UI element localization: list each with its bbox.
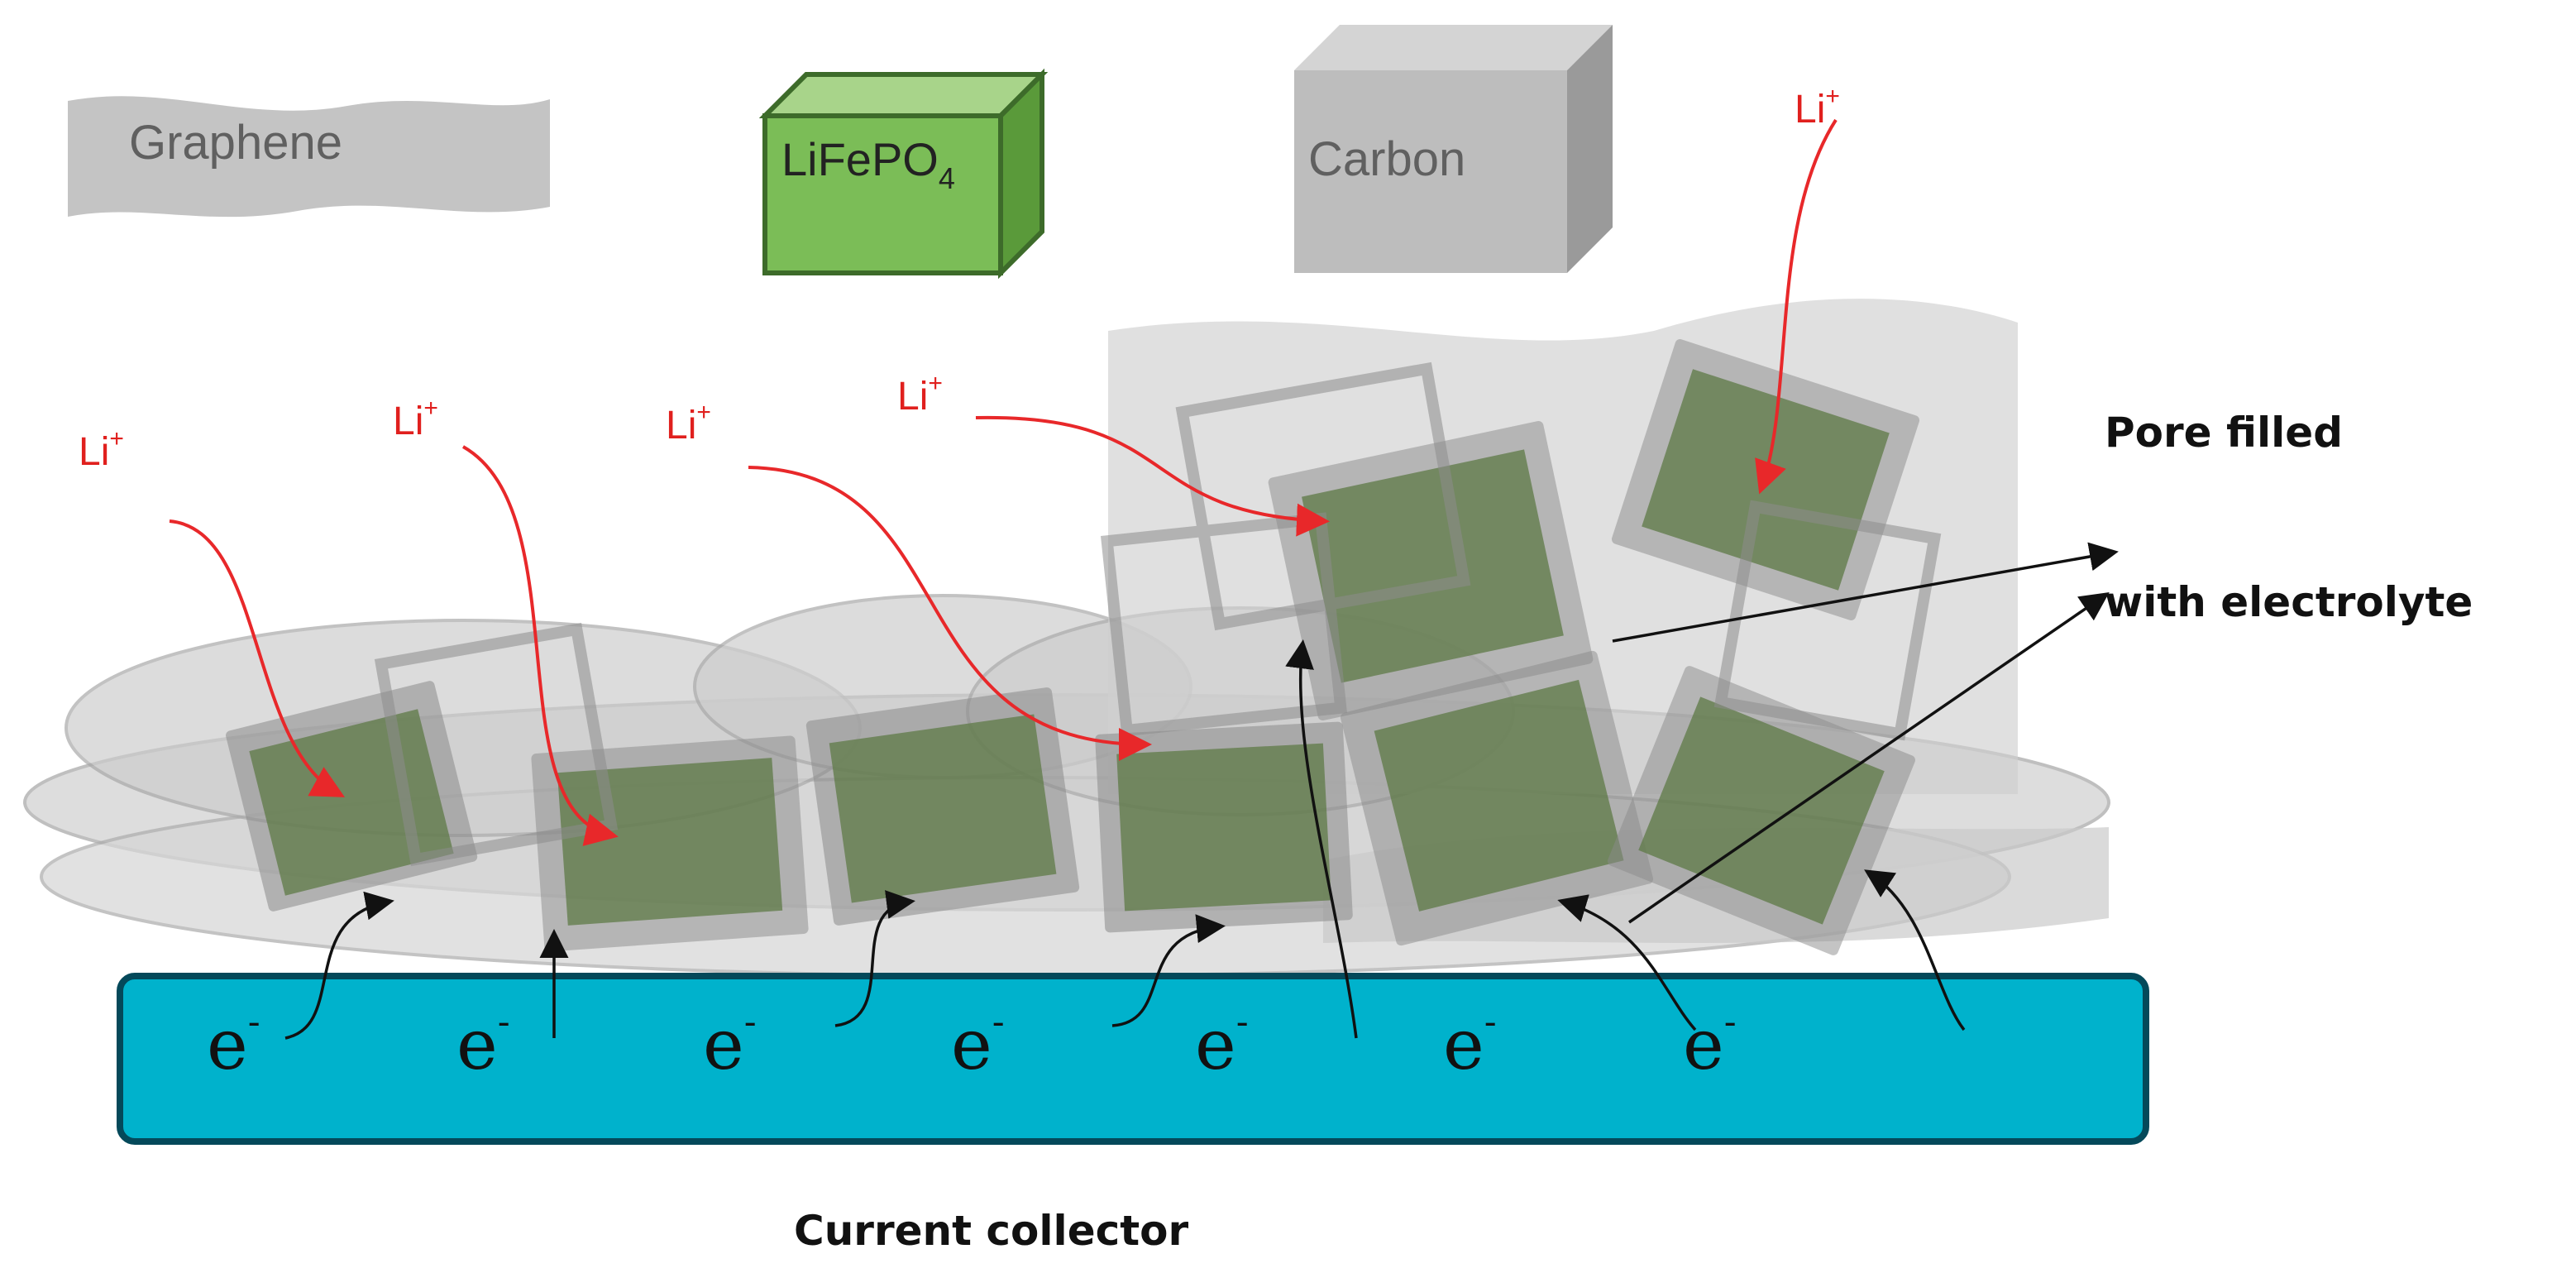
- electron-arrows: [284, 542, 2119, 1040]
- electron-label-1: e-: [207, 1001, 260, 1085]
- electron-label-7: e-: [1683, 1001, 1737, 1085]
- legend-lifepo4-label: LiFePO: [781, 133, 939, 185]
- electron-label-2: e-: [456, 1001, 510, 1085]
- particle-4: [1095, 721, 1353, 933]
- li-ion-label-4: Li+: [897, 370, 943, 419]
- legend-carbon: Carbon: [1294, 25, 1613, 273]
- li-ion-label-3: Li+: [666, 399, 711, 447]
- electron-label-3: e-: [703, 1001, 757, 1085]
- li-ion-label-2: Li+: [393, 395, 438, 443]
- li-ion-labels: Li+ Li+ Li+ Li+ Li+: [79, 83, 1840, 474]
- pore-filled-label-line1: Pore filled: [2105, 409, 2343, 457]
- li-ion-label-5: Li+: [1795, 83, 1840, 132]
- graphene-sheet-icon: [68, 96, 550, 218]
- electron-label-5: e-: [1195, 1001, 1249, 1085]
- electron-label-6: e-: [1443, 1001, 1497, 1085]
- electron-labels: e- e- e- e- e- e- e-: [207, 1001, 1737, 1085]
- particle-7: [1340, 650, 1654, 946]
- pore-filled-label-line2: with electrolyte: [2105, 578, 2473, 626]
- electron-label-4: e-: [951, 1001, 1005, 1085]
- legend-lifepo4-subscript: 4: [939, 161, 955, 195]
- particle-2: [531, 735, 809, 952]
- particle-5: [1268, 421, 1594, 720]
- svg-text:LiFePO4: LiFePO4: [781, 133, 955, 195]
- legend-carbon-label: Carbon: [1308, 132, 1465, 186]
- legend-graphene-label: Graphene: [129, 116, 342, 170]
- li-ion-label-1: Li+: [79, 425, 124, 474]
- legend-lifepo4: LiFePO4: [758, 68, 1049, 280]
- carbon-cube-icon: [1294, 25, 1613, 273]
- particle-3: [805, 687, 1080, 926]
- current-collector-label: Current collector: [794, 1207, 1188, 1255]
- current-collector-bar: [117, 973, 2149, 1145]
- lifepo4-particles: [226, 339, 1942, 955]
- li-ion-arrows: [169, 118, 1838, 846]
- lifepo4-cube-icon: [758, 68, 1049, 280]
- legend-graphene: Graphene: [68, 96, 550, 218]
